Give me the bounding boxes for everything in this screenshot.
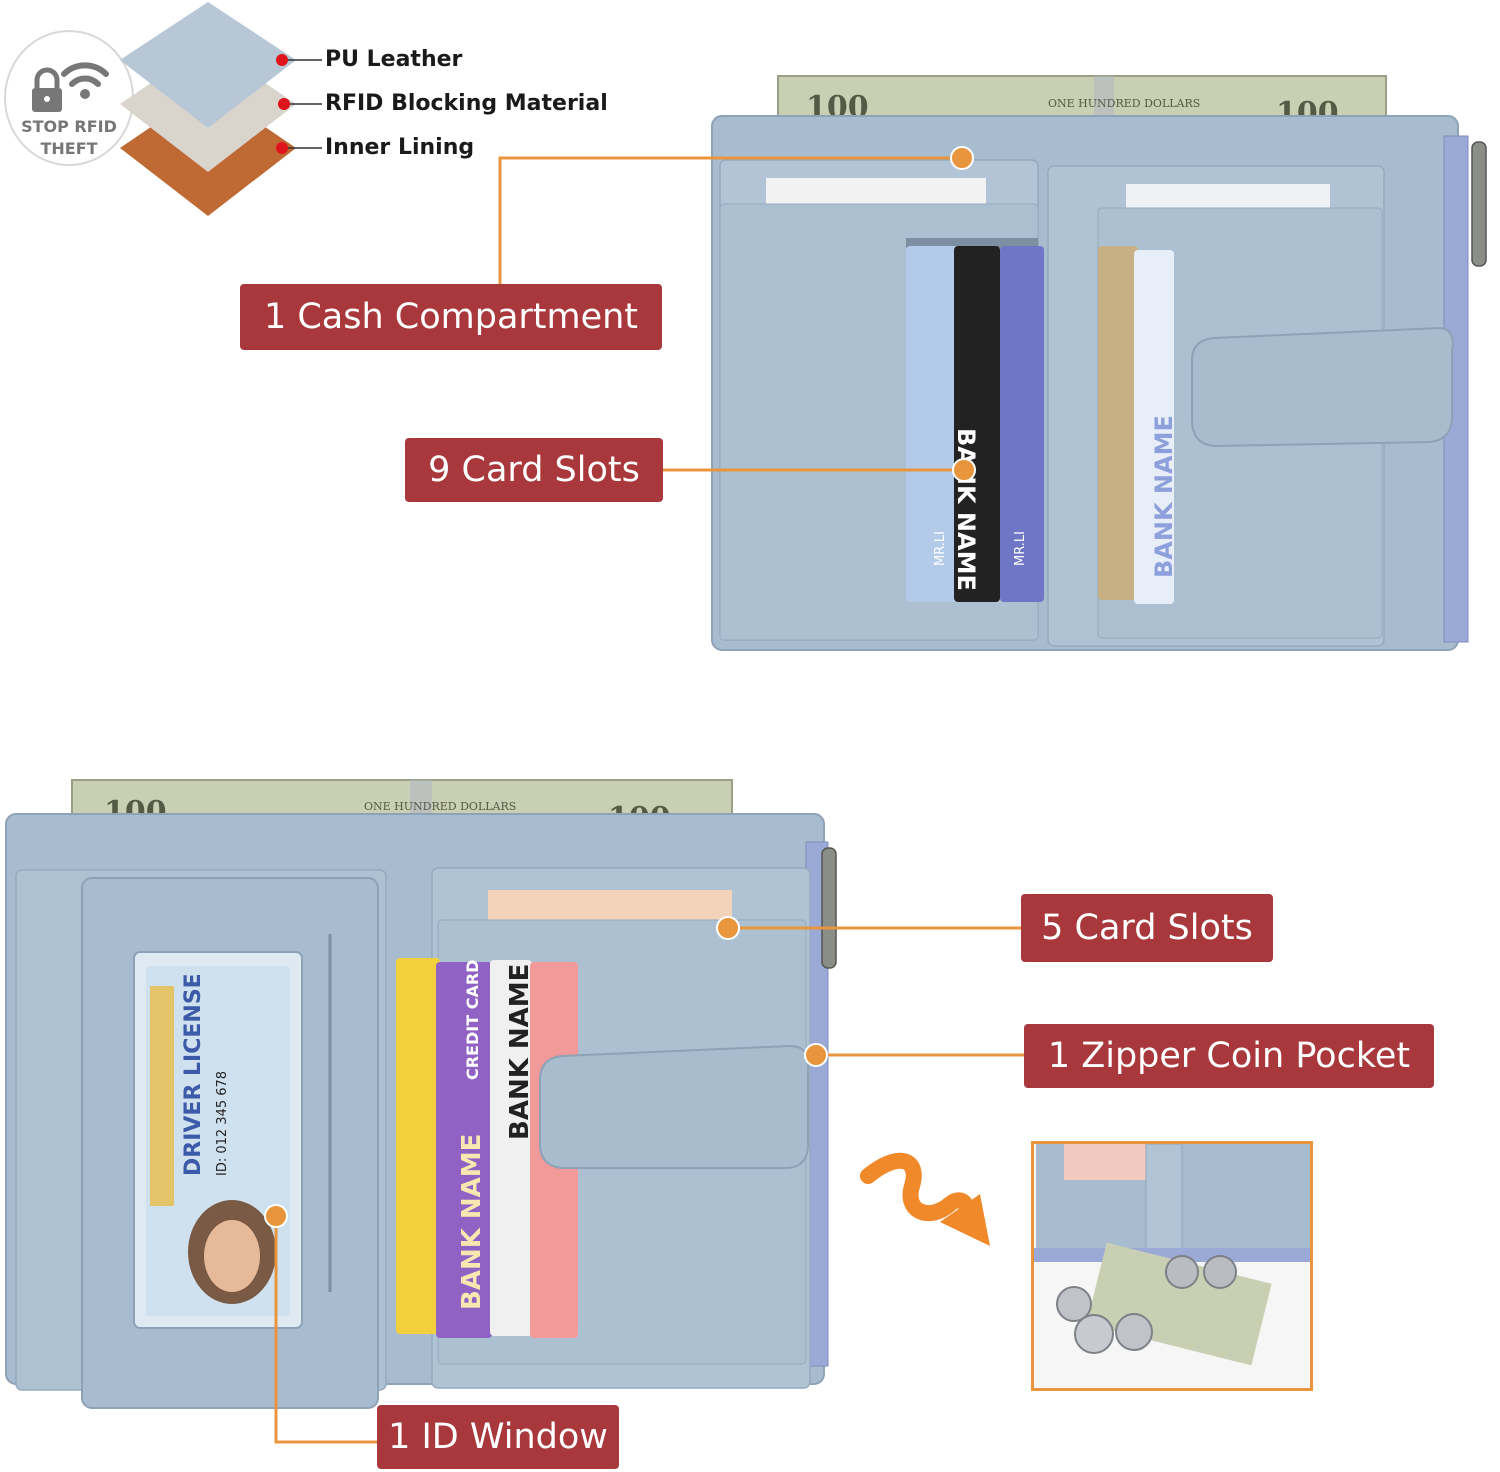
card xyxy=(490,960,532,1336)
rfid-blocking-layer xyxy=(120,44,296,172)
pu-leather-layer xyxy=(120,2,296,128)
layer-label-inner-lining: Inner Lining xyxy=(325,135,475,160)
callout-5-card-slots: 5 Card Slots xyxy=(1021,894,1273,962)
lock-wifi-icon xyxy=(32,62,109,112)
rfid-badge-line1: STOP RFID xyxy=(21,117,117,136)
banknote-denomination: 100 xyxy=(104,795,167,830)
banknote xyxy=(71,779,733,843)
banknote xyxy=(777,75,1387,137)
wallet-top: 100 100 ONE HUNDRED DOLLARS BANK NAME MR… xyxy=(711,75,1487,651)
inner-lining-layer xyxy=(120,88,296,216)
callout-cash-compartment: 1 Cash Compartment xyxy=(240,284,662,350)
card-bank-name: BANK NAME xyxy=(952,428,980,591)
card-holder-name: MR.LI xyxy=(933,531,948,566)
callout-id-window: 1 ID Window xyxy=(377,1405,619,1469)
banknote-denomination: 100 xyxy=(608,801,671,836)
card xyxy=(954,246,1000,602)
layer-label-pu-leather: PU Leather xyxy=(325,47,463,72)
card-holder-name: MR.LI xyxy=(1013,531,1028,566)
rfid-badge: STOP RFID THEFT xyxy=(4,30,134,166)
card xyxy=(906,246,960,602)
squiggle-arrow-icon xyxy=(860,1152,990,1246)
banknote xyxy=(71,825,733,875)
banknote xyxy=(777,117,1387,165)
id-window xyxy=(133,951,303,1329)
card xyxy=(1134,250,1174,604)
banknote-denomination: 100 xyxy=(806,90,869,125)
card xyxy=(530,962,578,1338)
rfid-badge-line2: THEFT xyxy=(40,139,98,158)
card xyxy=(436,962,492,1338)
card-bank-name: BANK NAME xyxy=(505,964,535,1140)
layer-label-rfid-blocking: RFID Blocking Material xyxy=(325,91,608,116)
card-bank-name: BANK NAME xyxy=(1150,415,1178,578)
card xyxy=(1000,246,1044,602)
card-credit-card: CREDIT CARD xyxy=(463,960,482,1080)
card-bank-name: BANK NAME xyxy=(457,1134,487,1310)
leader-id xyxy=(274,1216,378,1444)
id-driver-license: DRIVER LICENSE xyxy=(181,973,206,1176)
callout-zipper-coin-pocket: 1 Zipper Coin Pocket xyxy=(1024,1024,1434,1088)
callout-9-card-slots: 9 Card Slots xyxy=(405,438,663,502)
banknote-text: ONE HUNDRED DOLLARS xyxy=(1048,97,1200,110)
card xyxy=(396,958,440,1334)
coin-pocket-closeup xyxy=(1031,1141,1313,1391)
leader-cash xyxy=(498,156,962,286)
wallet-bottom: 100 100 ONE HUNDRED DOLLARS DRIVER LICEN… xyxy=(5,779,837,1409)
banknote-denomination: 100 xyxy=(1276,96,1339,131)
card xyxy=(1098,246,1138,600)
coin-pocket-image xyxy=(1034,1144,1310,1388)
id-number: ID: 012 345 678 xyxy=(215,1071,230,1176)
banknote-text: ONE HUNDRED DOLLARS xyxy=(364,800,516,813)
